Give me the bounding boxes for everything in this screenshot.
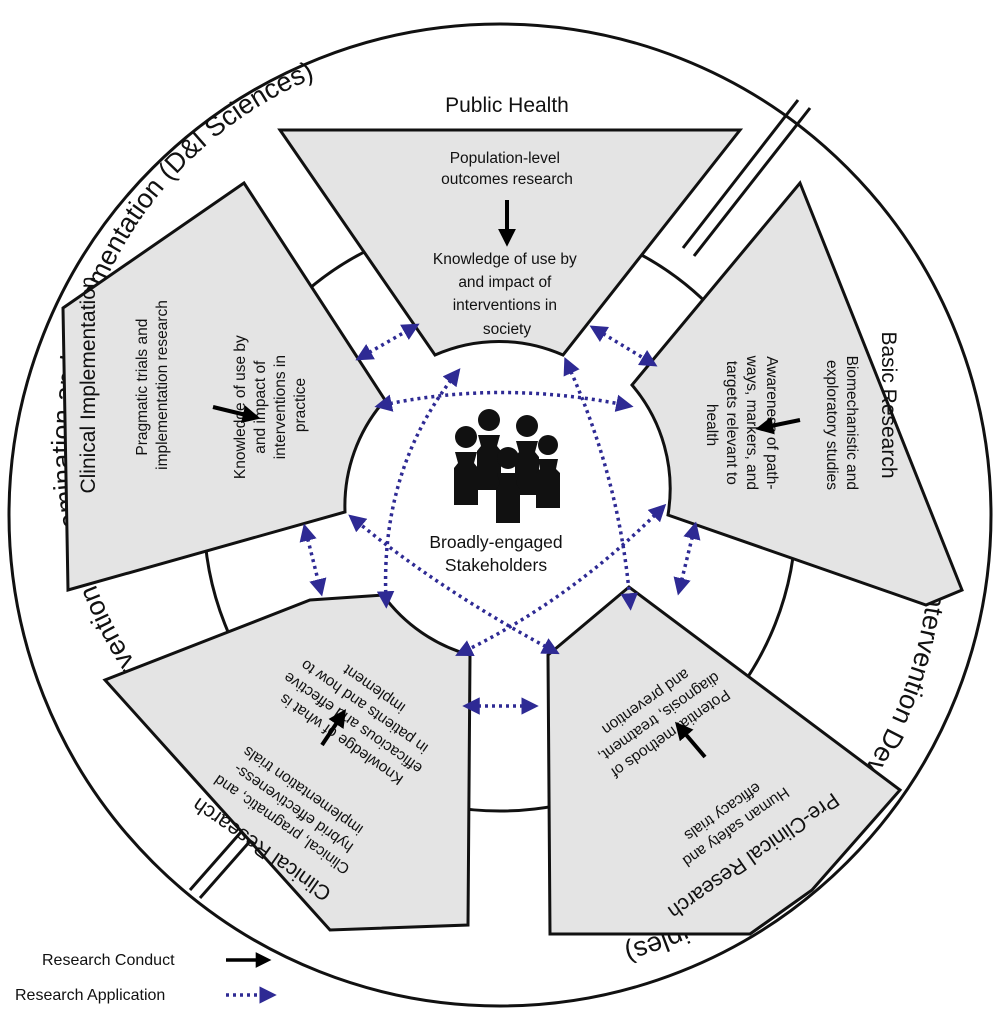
clinical-implementation-labels: Clinical Implementation Pragmatic trials… — [77, 276, 309, 493]
center-label-line1: Broadly-engaged — [429, 532, 562, 552]
public-health-output: Knowledge of use by and impact of interv… — [433, 251, 581, 338]
basic-research-conduct-arrow — [755, 416, 801, 435]
clinical-implementation-conduct-arrow — [212, 405, 261, 424]
application-path-cr-ph — [376, 368, 461, 609]
clinical-implementation-input: Pragmatic trials and implementation rese… — [134, 300, 171, 470]
legend-application-label: Research Application — [15, 987, 165, 1004]
ring-separator-top-right — [681, 99, 812, 257]
legend-conduct-label: Research Conduct — [42, 952, 175, 969]
segment-basic-research — [630, 180, 964, 607]
application-arrow-br-pc — [673, 521, 701, 596]
clinical-implementation-output: Knowledge of use by and impact of interv… — [232, 331, 309, 479]
public-health-title: Public Health — [445, 94, 569, 117]
legend: Research Conduct Research Application — [15, 952, 277, 1004]
clinical-implementation-title: Clinical Implementation — [77, 276, 100, 493]
public-health-input: Population-level outcomes research — [441, 150, 573, 188]
center-label-line2: Stakeholders — [445, 555, 547, 575]
basic-research-title: Basic Research — [877, 331, 900, 478]
application-arrow-cr-ci — [299, 523, 327, 597]
basic-research-labels: Basic Research Biomechanistic and explor… — [703, 331, 900, 495]
clinical-research-conduct-arrow — [320, 709, 346, 747]
basic-research-input: Biomechanistic and exploratory studies — [823, 356, 860, 495]
application-arrow-ph-br — [589, 325, 658, 367]
basic-research-output: Awareness of path- ways, markers, and ta… — [703, 355, 780, 495]
application-arrow-ph-ci — [355, 323, 420, 361]
preclinical-conduct-arrow — [674, 721, 707, 759]
